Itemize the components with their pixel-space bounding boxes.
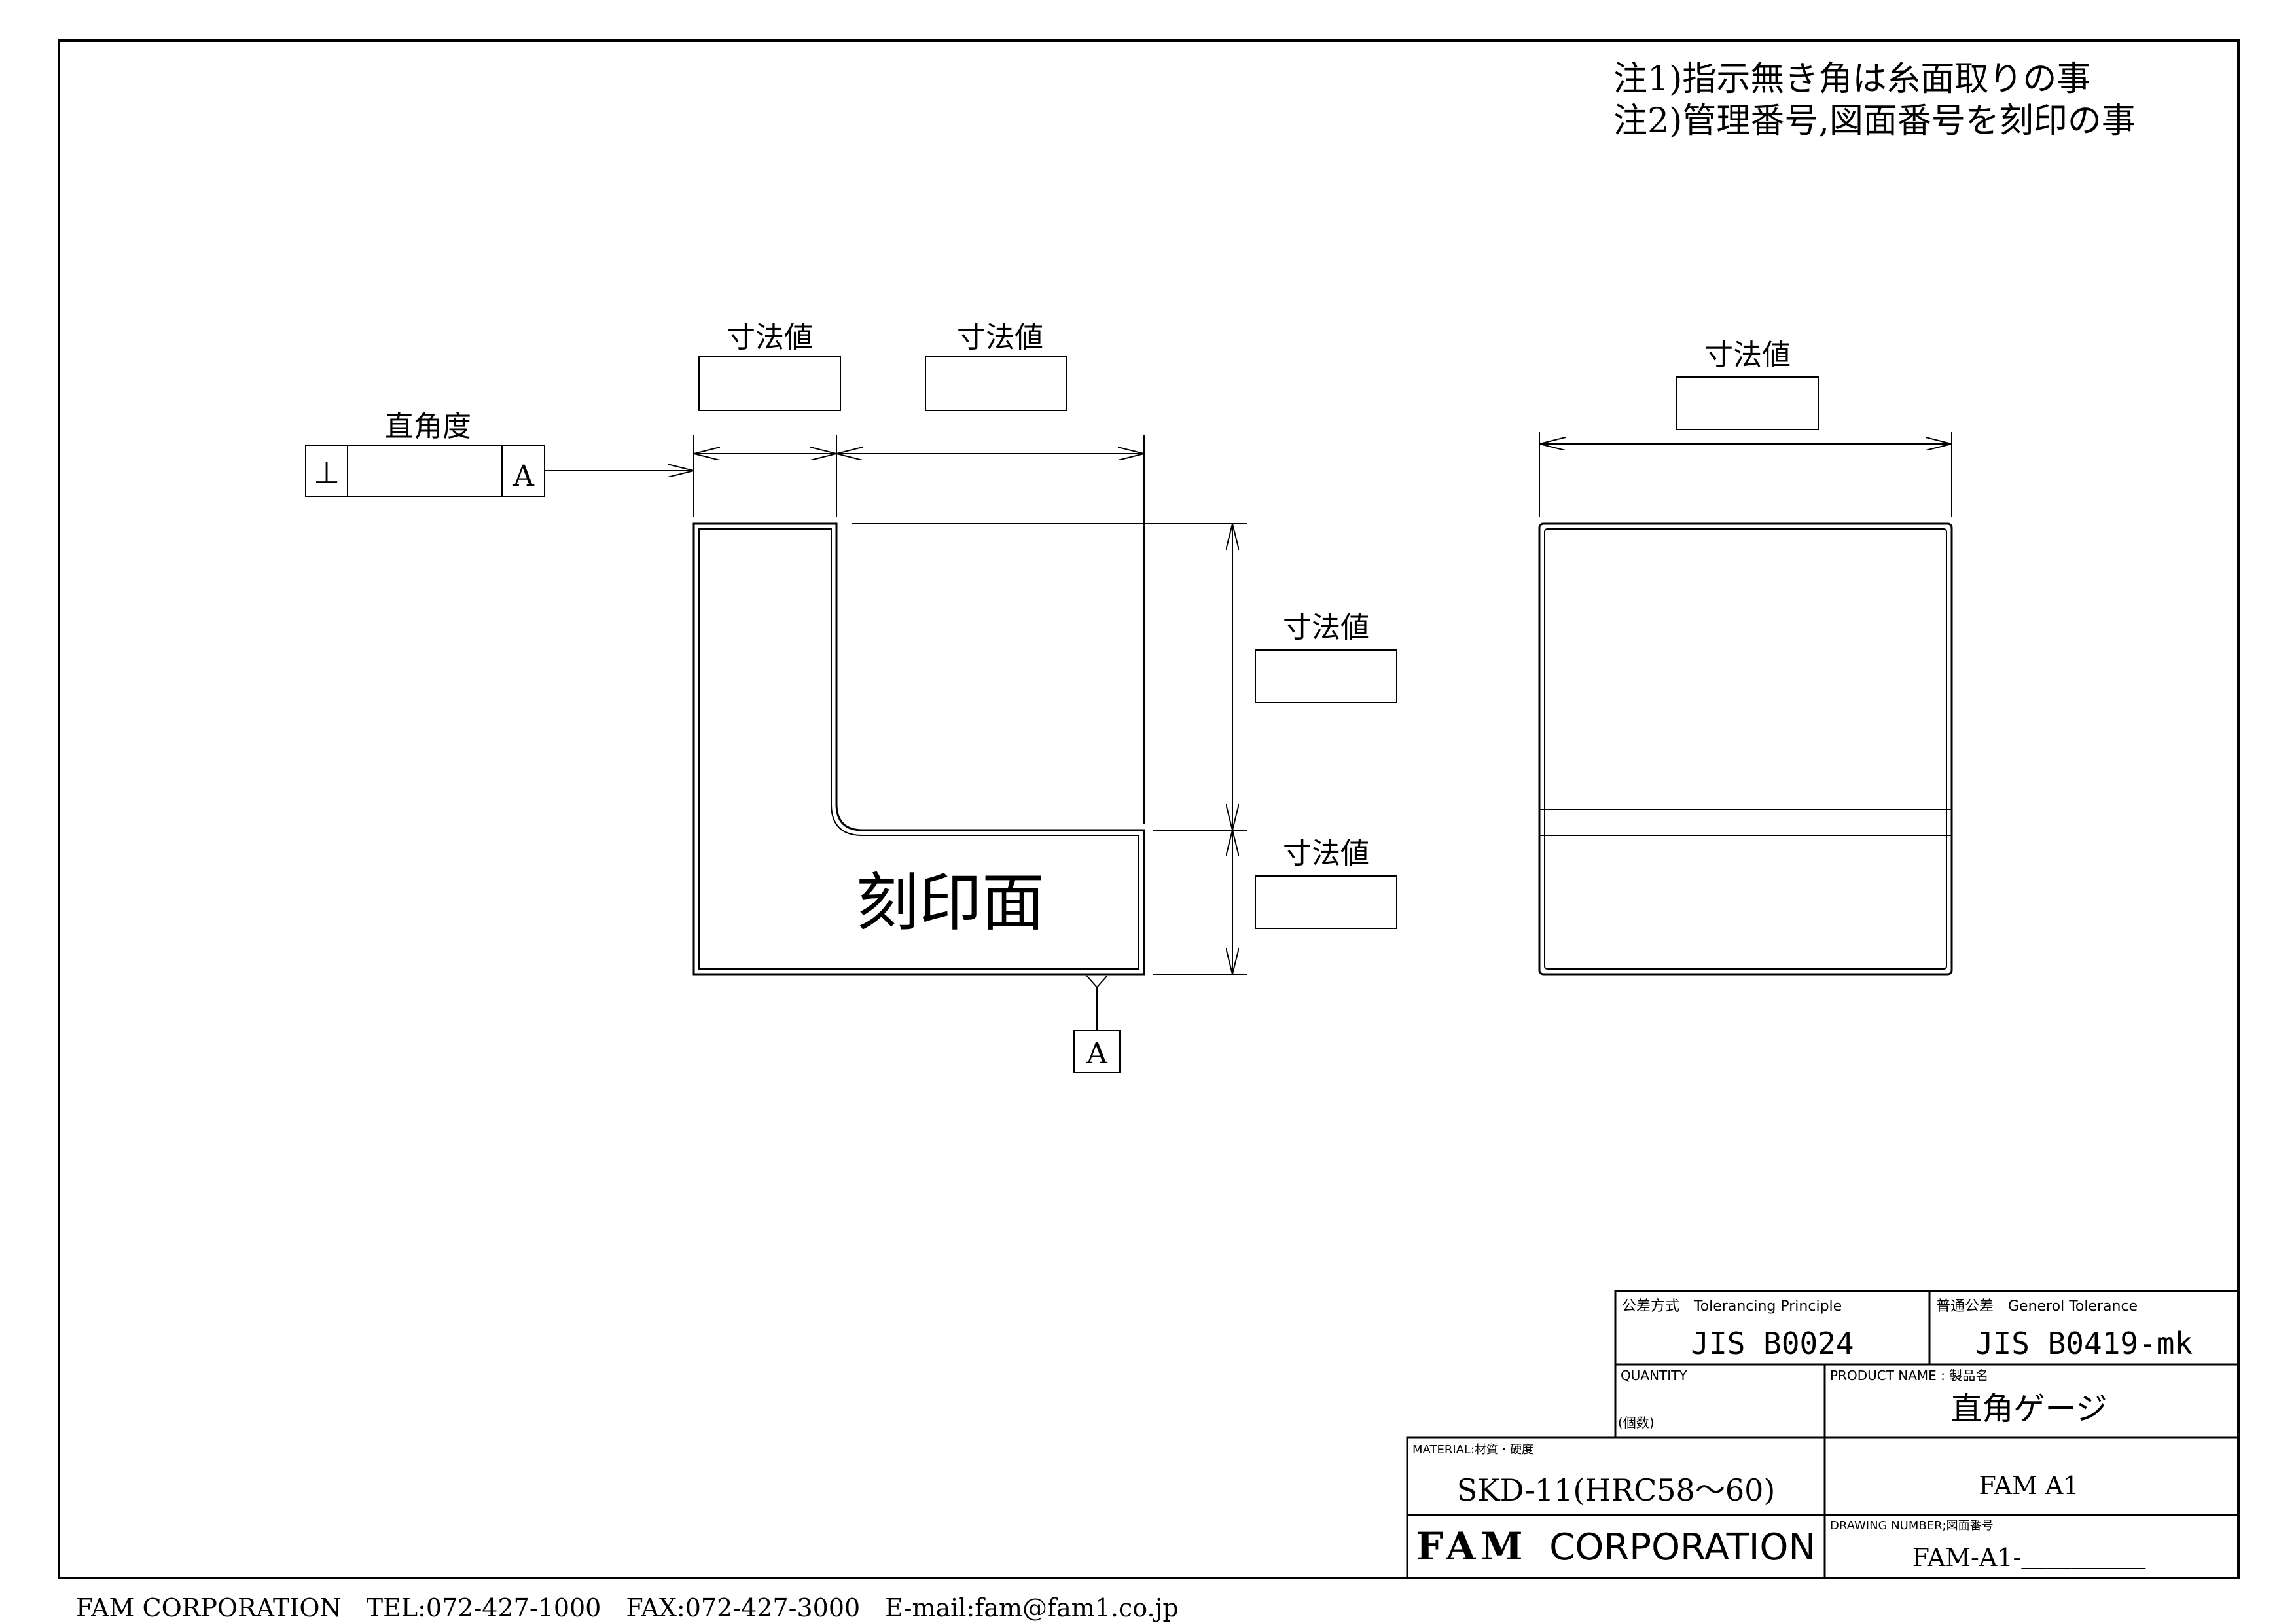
perpendicularity-control-frame: 直角度 ⊥ A bbox=[305, 410, 694, 497]
front-view-outline bbox=[692, 522, 1145, 976]
front-view: 刻印面 bbox=[692, 522, 1145, 976]
svg-text:寸法値: 寸法値 bbox=[1704, 338, 1791, 372]
dimension-value-box[interactable] bbox=[1255, 875, 1397, 929]
dimension-value-2: 寸法値 bbox=[925, 321, 1067, 411]
general-tolerance-value: JIS B0419-mk bbox=[1975, 1326, 2193, 1361]
dimension-value-1: 寸法値 bbox=[698, 321, 841, 411]
footer-contact: FAM CORPORATION TEL:072-427-1000 FAX:072… bbox=[76, 1594, 1179, 1622]
dimension-value-box[interactable] bbox=[925, 356, 1067, 411]
tolerancing-principle-value: JIS B0024 bbox=[1691, 1326, 1854, 1361]
note-2: 注2)管理番号,図面番号を刻印の事 bbox=[1613, 101, 2136, 141]
quantity-field[interactable] bbox=[1618, 1385, 1821, 1416]
dimension-value-5: 寸法値 bbox=[1676, 338, 1819, 430]
datum-label: A bbox=[1086, 1037, 1108, 1070]
perpendicularity-label: 直角度 bbox=[385, 410, 471, 443]
note-1: 注1)指示無き角は糸面取りの事 bbox=[1613, 60, 2090, 99]
dimension-value-box[interactable] bbox=[698, 356, 841, 411]
drawing-number-value: FAM-A1-＿＿＿＿＿ bbox=[1912, 1543, 2146, 1572]
company-logo: FAM CORPORATION bbox=[1416, 1524, 1816, 1569]
drawing-number-label: DRAWING NUMBER;図面番号 bbox=[1830, 1519, 1994, 1533]
product-code: FAM A1 bbox=[1979, 1471, 2079, 1500]
perpendicularity-datum: A bbox=[512, 460, 535, 493]
material-label: MATERIAL:材質・硬度 bbox=[1412, 1443, 1534, 1457]
dimension-value-box[interactable] bbox=[1676, 376, 1819, 430]
tolerancing-principle-label: 公差方式 Tolerancing Principle bbox=[1622, 1298, 1842, 1315]
dimension-value-3: 寸法値 bbox=[1255, 611, 1397, 703]
product-name-value: 直角ゲージ bbox=[1950, 1391, 2107, 1427]
svg-text:寸法値: 寸法値 bbox=[726, 321, 813, 354]
svg-text:寸法値: 寸法値 bbox=[957, 321, 1043, 354]
side-view bbox=[1538, 522, 1953, 976]
dimension-value-4: 寸法値 bbox=[1255, 837, 1397, 929]
side-view-outline bbox=[1538, 522, 1953, 976]
datum-marker: A bbox=[1073, 975, 1121, 1073]
perpendicularity-value-box[interactable] bbox=[349, 447, 501, 495]
dimension-value-box[interactable] bbox=[1255, 649, 1397, 703]
svg-text:寸法値: 寸法値 bbox=[1283, 837, 1369, 870]
front-view-chamfer-line bbox=[698, 528, 1139, 970]
quantity-label-jp: (個数) bbox=[1618, 1415, 1655, 1431]
quantity-label: QUANTITY bbox=[1621, 1368, 1687, 1383]
title-block: 公差方式 Tolerancing Principle JIS B0024 普通公… bbox=[1406, 1290, 2240, 1579]
perpendicularity-symbol: ⊥ bbox=[314, 455, 340, 490]
engrave-face-label: 刻印面 bbox=[856, 866, 1045, 939]
material-value: SKD-11(HRC58〜60) bbox=[1457, 1472, 1776, 1508]
product-name-label: PRODUCT NAME : 製品名 bbox=[1830, 1368, 1988, 1383]
side-view-chamfer-line bbox=[1544, 528, 1947, 970]
general-tolerance-label: 普通公差 Generol Tolerance bbox=[1936, 1298, 2138, 1315]
svg-text:寸法値: 寸法値 bbox=[1283, 611, 1369, 644]
drawing-frame bbox=[58, 39, 2240, 1579]
